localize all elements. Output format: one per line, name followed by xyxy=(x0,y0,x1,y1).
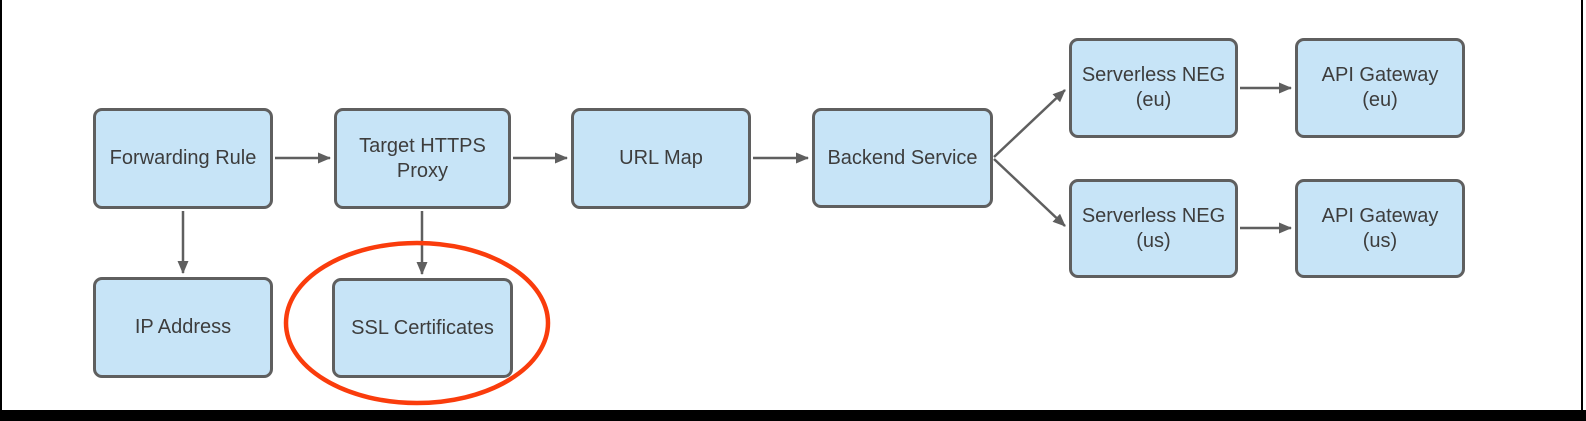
node-label-line: Serverless NEG xyxy=(1081,64,1226,86)
node-label-line: API Gateway xyxy=(1321,204,1439,227)
node-label-line: URL Map xyxy=(619,147,703,169)
node-ssl-certificates: SSL Certificates xyxy=(332,278,513,378)
node-url-map: URL Map xyxy=(571,108,751,209)
node-label: IP Address xyxy=(135,315,231,340)
node-label-line: SSL Certificates xyxy=(351,316,494,339)
node-label-line: Forwarding Rule xyxy=(109,147,257,169)
node-label: Forwarding Rule xyxy=(110,146,257,171)
node-label-line: Target HTTPS xyxy=(359,134,486,157)
window-frame-left-edge xyxy=(0,0,2,421)
node-forwarding-rule: Forwarding Rule xyxy=(93,108,273,209)
window-frame-bottom-edge xyxy=(0,410,1586,421)
node-api-gateway-us: API Gateway (us) xyxy=(1295,179,1465,278)
node-serverless-neg-us: Serverless NEG (us) xyxy=(1069,179,1238,278)
node-label: API Gateway (eu) xyxy=(1322,63,1439,113)
node-label-line: (us) xyxy=(1362,229,1398,252)
node-target-https-proxy: Target HTTPS Proxy xyxy=(334,108,511,209)
node-label-line: IP Address xyxy=(134,316,232,338)
node-label: Serverless NEG (eu) xyxy=(1082,63,1225,113)
node-label-line: Proxy xyxy=(396,159,449,182)
node-label-line: (us) xyxy=(1136,229,1171,252)
node-label-line: API Gateway xyxy=(1321,64,1439,86)
node-backend-service: Backend Service xyxy=(812,108,993,208)
node-label: Backend Service xyxy=(827,146,977,171)
node-label-line: (eu) xyxy=(1135,89,1172,111)
node-api-gateway-eu: API Gateway (eu) xyxy=(1295,38,1465,138)
window-frame-right-edge xyxy=(1581,0,1583,421)
connector-backend-service-to-serverless-neg-eu xyxy=(993,89,1066,158)
node-label: Serverless NEG (us) xyxy=(1082,204,1225,254)
node-label-line: Backend Service xyxy=(827,146,978,169)
node-serverless-neg-eu: Serverless NEG (eu) xyxy=(1069,38,1238,138)
node-label-line: Serverless NEG xyxy=(1081,204,1226,227)
connector-backend-service-to-serverless-neg-us xyxy=(993,158,1066,227)
node-label: SSL Certificates xyxy=(351,316,494,341)
node-label: API Gateway (us) xyxy=(1322,204,1439,254)
node-label-line: (eu) xyxy=(1362,89,1398,111)
node-label: URL Map xyxy=(619,146,703,171)
node-ip-address: IP Address xyxy=(93,277,273,378)
node-label: Target HTTPS Proxy xyxy=(359,134,486,184)
